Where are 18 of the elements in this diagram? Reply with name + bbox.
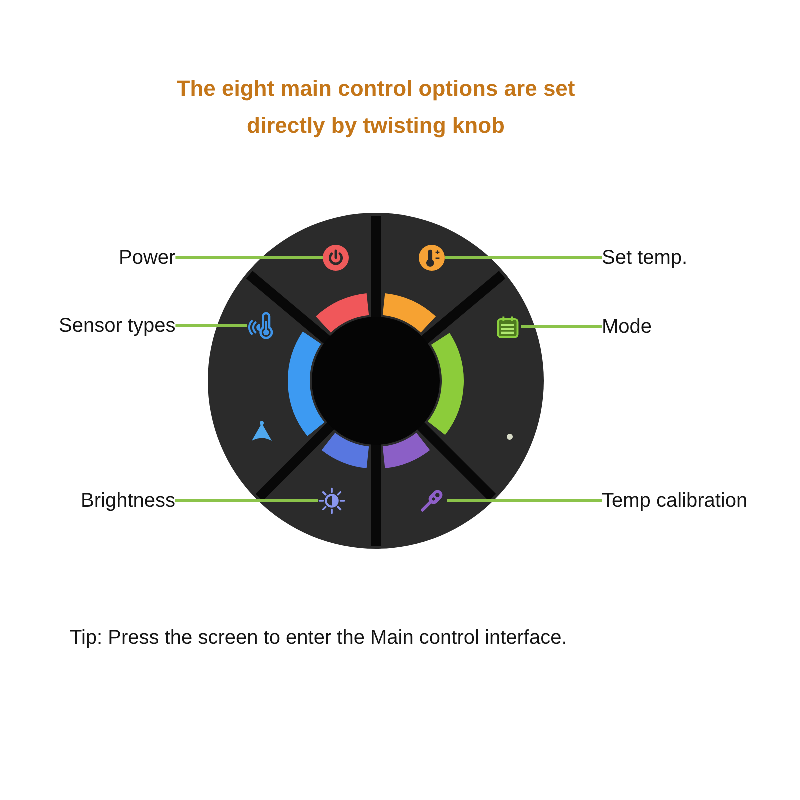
power-icon xyxy=(323,245,349,271)
callout-label: Temp calibration xyxy=(602,489,748,513)
thermometer-icon xyxy=(419,245,445,271)
callout-label: Power xyxy=(119,246,176,270)
callout-label: Brightness xyxy=(81,489,176,513)
note: Tip: Press the screen to enter the Main control interface. xyxy=(70,626,568,650)
callout-label: Set temp. xyxy=(602,246,688,270)
leader-line xyxy=(176,500,318,502)
callout-label: Sensor types xyxy=(59,314,176,338)
calendar-icon xyxy=(495,314,521,340)
leader-line xyxy=(176,256,323,260)
leader-line xyxy=(521,326,602,328)
leader-line xyxy=(447,500,602,502)
brightness-icon xyxy=(318,487,346,515)
heading: The eight main control options are set directly by twisting knob xyxy=(176,75,576,140)
callout-label: Mode xyxy=(602,315,652,339)
leader-line xyxy=(176,324,247,328)
leader-line xyxy=(445,256,602,260)
